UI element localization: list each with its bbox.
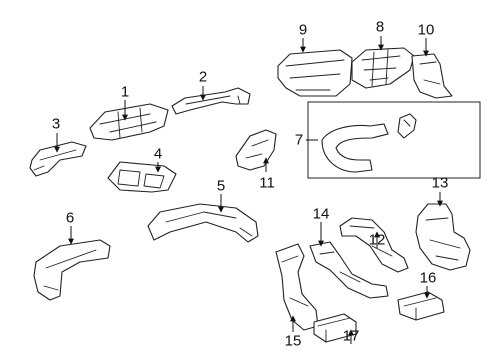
part-7-hoses — [321, 113, 417, 173]
part-8-ribbed-duct — [351, 47, 415, 89]
callout-9: 9 — [298, 21, 308, 39]
part-5-mid-duct — [147, 203, 259, 243]
part-12-long-duct — [339, 217, 409, 273]
callout-1: 1 — [120, 83, 130, 101]
part-11-bracket-duct — [235, 129, 277, 171]
part-14-duct — [309, 241, 389, 299]
callout-11: 11 — [259, 174, 275, 192]
callout-5: 5 — [216, 177, 226, 195]
part-9-box-duct — [277, 49, 353, 97]
part-17-block — [313, 313, 357, 343]
callout-8: 8 — [375, 18, 385, 36]
part-13-housing — [415, 203, 471, 271]
callout-6: 6 — [65, 209, 75, 227]
part-3-small-duct — [29, 141, 87, 177]
callout-17: 17 — [342, 327, 360, 345]
callout-16: 16 — [419, 269, 437, 287]
callout-13: 13 — [431, 174, 449, 192]
part-2-upper-duct — [171, 87, 251, 115]
part-1-center-duct — [89, 103, 169, 141]
part-16-block — [397, 291, 445, 321]
callout-7: 7 — [294, 131, 304, 149]
leader-lines — [54, 36, 443, 344]
part-10-corner-duct — [411, 53, 453, 99]
callout-3: 3 — [51, 115, 61, 133]
part-15-vertical-duct — [275, 243, 319, 331]
callout-15: 15 — [284, 332, 302, 350]
part-6-lower-left-duct — [33, 239, 111, 301]
callout-10: 10 — [417, 21, 435, 39]
callout-2: 2 — [198, 68, 208, 86]
part-4-vent-grille — [107, 161, 177, 193]
callout-4: 4 — [153, 145, 163, 163]
callout-14: 14 — [312, 205, 330, 223]
callout-12: 12 — [368, 231, 386, 249]
